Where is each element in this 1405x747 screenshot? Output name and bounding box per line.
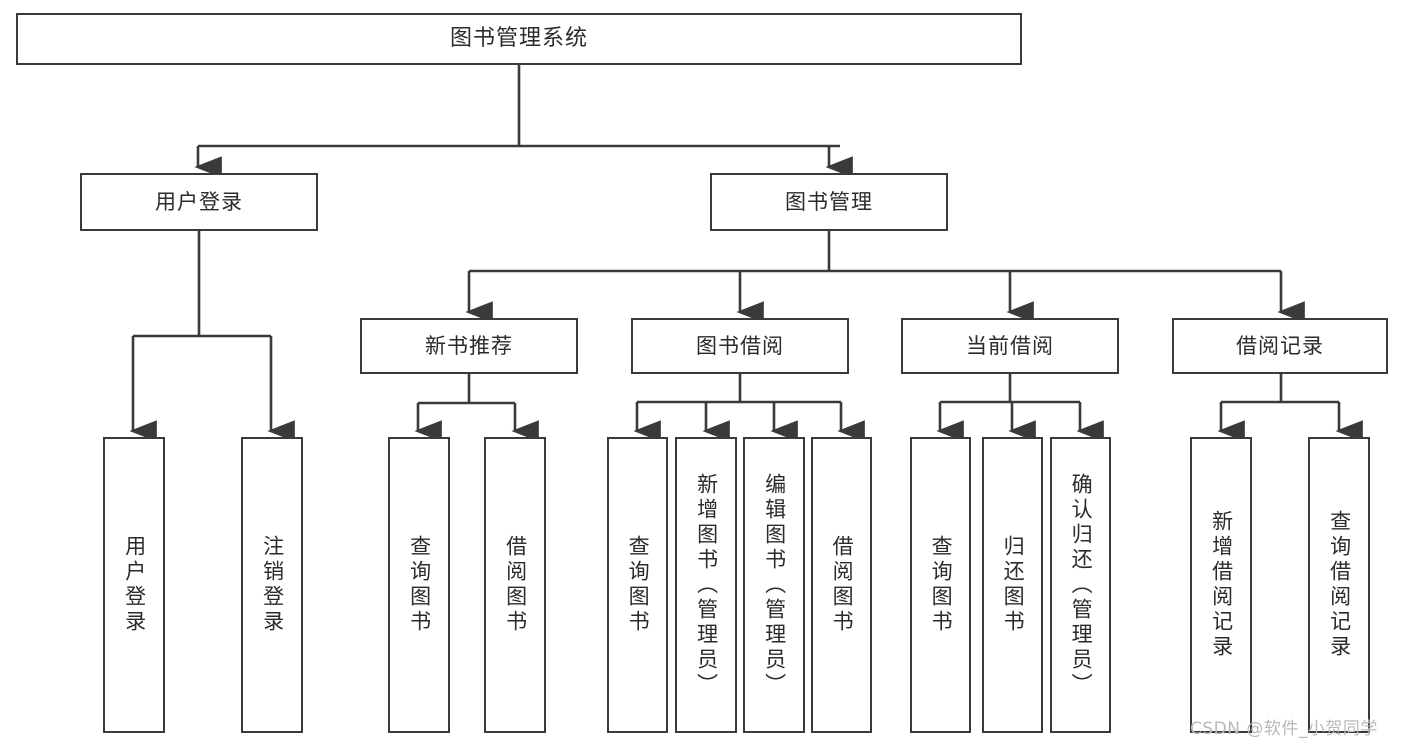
node-root-book-management-system[interactable]: 图书管理系统: [16, 13, 1022, 65]
node-book-management[interactable]: 图书管理: [710, 173, 948, 231]
node-borrow-record[interactable]: 借阅记录: [1172, 318, 1388, 374]
leaf-node[interactable]: 借阅图书: [811, 437, 872, 733]
leaf-node[interactable]: 归还图书: [982, 437, 1043, 733]
leaf-node[interactable]: 确认归还（管理员）: [1050, 437, 1111, 733]
leaf-node[interactable]: 借阅图书: [484, 437, 546, 733]
leaf-node[interactable]: 新增图书（管理员）: [675, 437, 737, 733]
leaf-node[interactable]: 查询图书: [388, 437, 450, 733]
node-user-login[interactable]: 用户登录: [80, 173, 318, 231]
leaf-node[interactable]: 编辑图书（管理员）: [743, 437, 805, 733]
leaf-node[interactable]: 查询借阅记录: [1308, 437, 1370, 733]
csdn-watermark: CSDN @软件_小贺同学: [1190, 719, 1378, 739]
leaf-node[interactable]: 用户登录: [103, 437, 165, 733]
leaf-node[interactable]: 注销登录: [241, 437, 303, 733]
node-current-borrow[interactable]: 当前借阅: [901, 318, 1119, 374]
leaf-node[interactable]: 查询图书: [607, 437, 668, 733]
node-new-book-recommend[interactable]: 新书推荐: [360, 318, 578, 374]
leaf-node[interactable]: 查询图书: [910, 437, 971, 733]
leaf-node[interactable]: 新增借阅记录: [1190, 437, 1252, 733]
node-book-borrow[interactable]: 图书借阅: [631, 318, 849, 374]
